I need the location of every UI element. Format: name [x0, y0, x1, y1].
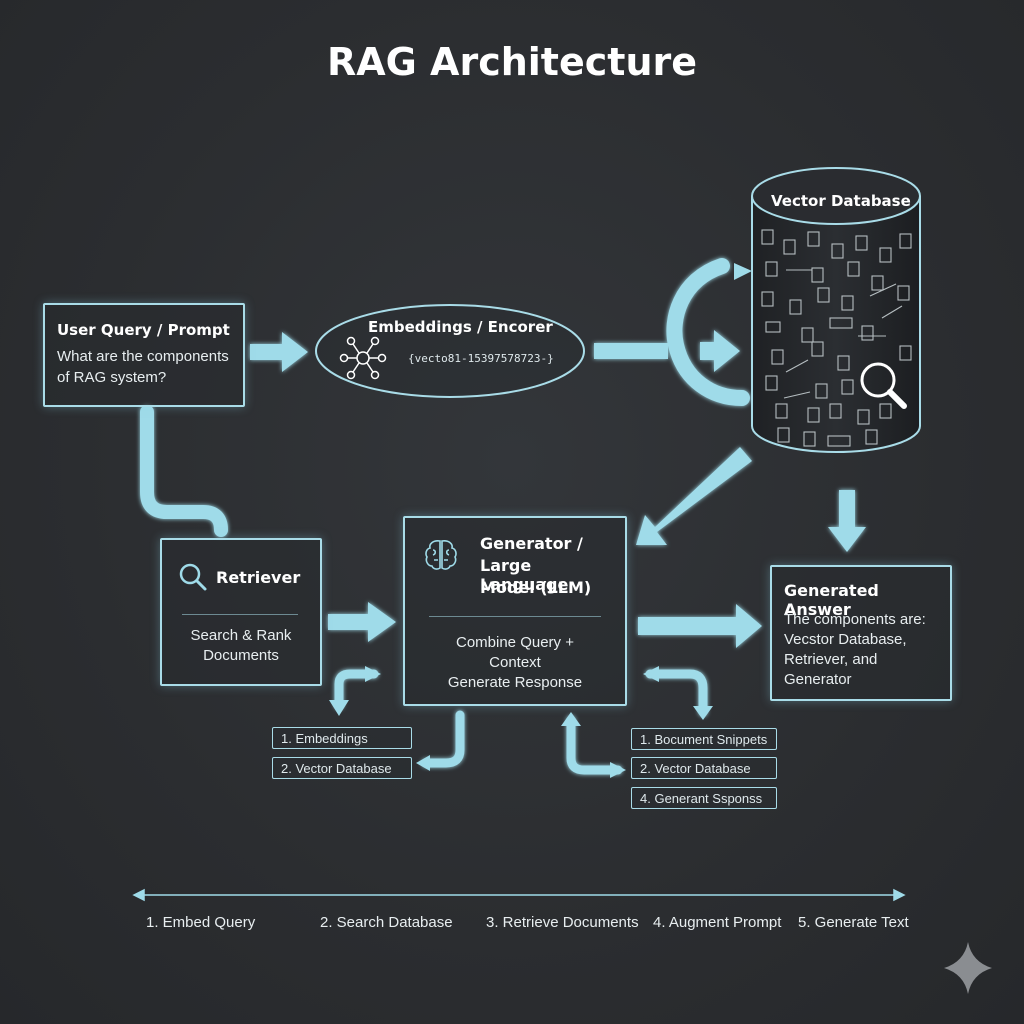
user-query-title: User Query / Prompt: [57, 321, 230, 339]
generator-text-2: Context: [489, 654, 541, 671]
chip-vector-database-right: 2. Vector Database: [631, 757, 777, 779]
generated-answer-box: Generated Answer The components are: Vec…: [770, 565, 952, 701]
network-icon: [339, 336, 387, 380]
retriever-divider: [182, 614, 298, 615]
chip-generate-response: 4. Generant Ssponss: [631, 787, 777, 809]
generator-text-1: Combine Query +: [456, 634, 574, 651]
arrow-generator-down-right: [566, 715, 623, 775]
embeddings-vector: {vecto81-15397578723-}: [408, 352, 554, 365]
arrow-embeddings-to-db-head: [700, 330, 740, 372]
page-title: RAG Architecture: [326, 40, 698, 84]
chip-document-snippets: 1. Bocument Snippets: [631, 728, 777, 750]
database-cylinder-icon: [751, 167, 921, 453]
timeline-line: [132, 888, 906, 902]
answer-text-4: Generator: [784, 671, 852, 688]
arrow-generator-to-answer: [638, 604, 762, 648]
retriever-title: Retriever: [216, 568, 301, 587]
user-query-text-1: What are the components: [57, 348, 229, 365]
vector-db-title: Vector Database: [771, 192, 911, 210]
answer-text-3: Retriever, and: [784, 651, 878, 668]
sparkle-icon: [944, 942, 992, 994]
arrow-generator-to-left-chips: [334, 669, 379, 710]
chip-embeddings: 1. Embeddings: [272, 727, 412, 749]
answer-title: Generated Answer: [784, 581, 879, 619]
retriever-text-2: Documents: [203, 647, 279, 664]
generator-title-1: Generator /: [480, 534, 583, 553]
arrow-query-to-embeddings: [250, 332, 308, 372]
generator-box: Generator / Large Language Model (LLM) C…: [403, 516, 627, 706]
magnifier-icon: [178, 562, 208, 597]
chip-vector-database-left: 2. Vector Database: [272, 757, 412, 779]
generator-divider: [429, 616, 601, 617]
embeddings-ellipse: [315, 304, 585, 398]
timeline-step-5: 5. Generate Text: [798, 914, 909, 931]
answer-text-1: The components are:: [784, 611, 926, 628]
arrow-db-to-generator: [636, 447, 752, 545]
generator-title-3: Model (LLM): [480, 578, 592, 597]
retriever-text-1: Search & Rank: [190, 627, 292, 644]
arrow-generator-down-left: [421, 710, 465, 768]
timeline-step-2: 2. Search Database: [320, 914, 453, 931]
arrow-embeddings-to-db-bar: [594, 343, 668, 359]
generator-text-3: Generate Response: [447, 674, 583, 691]
user-query-text-2: of RAG system?: [57, 369, 167, 386]
timeline-step-4: 4. Augment Prompt: [653, 914, 782, 931]
timeline-step-3: 3. Retrieve Documents: [486, 914, 639, 931]
user-query-box: User Query / Prompt What are the compone…: [43, 303, 245, 407]
answer-text-2: Vecstor Database,: [784, 631, 907, 648]
generator-title-2: Large Language: [480, 556, 569, 594]
brain-icon: [423, 538, 459, 577]
retriever-box: Retriever Search & Rank Documents: [160, 538, 322, 686]
magnifier-icon: [860, 362, 907, 409]
embeddings-title: Embeddings / Encorer: [368, 318, 553, 336]
arrow-retriever-to-generator: [328, 602, 396, 642]
timeline-step-1: 1. Embed Query: [146, 914, 256, 931]
arrow-query-to-retriever: [140, 405, 228, 537]
arrow-db-to-answer: [828, 490, 866, 552]
arrow-right-chips-to-generator: [645, 669, 708, 717]
arc-db-query: [666, 258, 750, 406]
